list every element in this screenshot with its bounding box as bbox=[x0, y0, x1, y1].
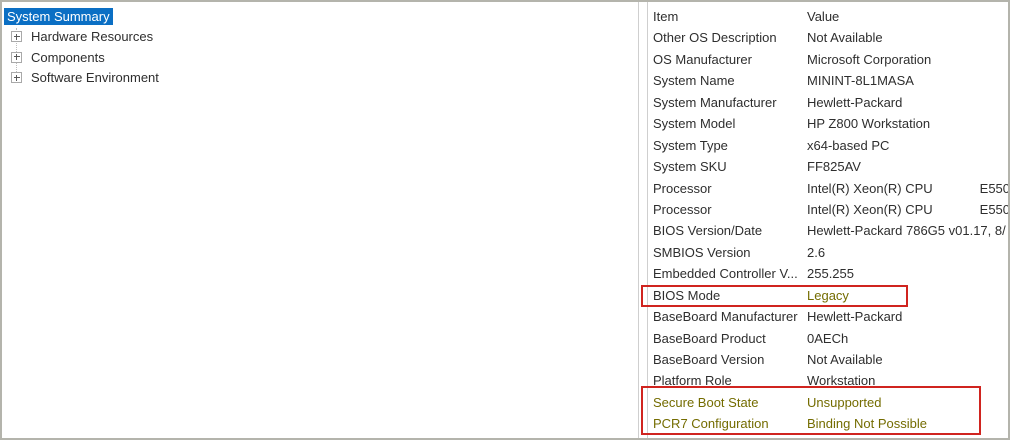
item-cell: BIOS Version/Date bbox=[653, 223, 763, 239]
item-cell: SMBIOS Version bbox=[653, 244, 751, 260]
sidebar-item-system-summary[interactable]: System Summary bbox=[2, 6, 638, 27]
item-cell: Secure Boot State bbox=[653, 394, 759, 410]
item-cell: System Model bbox=[653, 116, 736, 132]
value-cell: Hewlett-Packard bbox=[807, 309, 903, 325]
table-row[interactable]: System Name MININT-8L1MASA bbox=[653, 70, 1008, 91]
tree-expand-icon[interactable] bbox=[11, 31, 22, 43]
value-cell: Microsoft Corporation bbox=[807, 51, 932, 67]
item-cell: Other OS Description bbox=[653, 30, 777, 46]
item-cell: Platform Role bbox=[653, 373, 732, 389]
sidebar-item-label: Software Environment bbox=[31, 70, 159, 86]
value-cell: x64-based PC bbox=[807, 137, 890, 153]
sidebar-item-label: System Summary bbox=[4, 7, 113, 25]
table-row[interactable]: Platform Role Workstation bbox=[653, 370, 1008, 391]
category-tree-pane: System Summary Hardware Resources Compon… bbox=[2, 2, 639, 438]
category-tree: System Summary Hardware Resources Compon… bbox=[2, 6, 638, 88]
value-cell: Intel(R) Xeon(R) CPU E5506 bbox=[807, 180, 1008, 196]
details-pane: Item Value Other OS Description Not Avai… bbox=[647, 2, 1008, 438]
tree-expand-icon[interactable] bbox=[11, 51, 22, 63]
details-header-row: Item Value bbox=[653, 6, 1008, 27]
table-row[interactable]: BIOS Version/Date Hewlett-Packard 786G5 … bbox=[653, 220, 1008, 241]
item-cell: System Name bbox=[653, 73, 735, 89]
value-cell: Workstation bbox=[807, 373, 876, 389]
item-cell: Processor bbox=[653, 180, 712, 196]
table-row[interactable]: BaseBoard Manufacturer Hewlett-Packard bbox=[653, 306, 1008, 327]
table-row[interactable]: PCR7 Configuration Binding Not Possible bbox=[653, 413, 1008, 434]
table-row[interactable]: BIOS Mode Legacy bbox=[653, 285, 1008, 306]
value-cell: HP Z800 Workstation bbox=[807, 116, 931, 132]
value-column-header: Value bbox=[807, 9, 840, 24]
table-row[interactable]: Processor Intel(R) Xeon(R) CPU E5506 bbox=[653, 178, 1008, 199]
table-row[interactable]: Processor Intel(R) Xeon(R) CPU E5506 bbox=[653, 199, 1008, 220]
item-column-header: Item bbox=[653, 9, 679, 24]
item-cell: BIOS Mode bbox=[653, 287, 721, 303]
value-cell: Hewlett-Packard 786G5 v01.17, 8/ bbox=[807, 223, 1006, 239]
tree-expand-icon[interactable] bbox=[11, 72, 22, 84]
details-rows: Other OS Description Not Available OS Ma… bbox=[653, 27, 1008, 434]
item-cell: Processor bbox=[653, 201, 712, 217]
sidebar-item-components[interactable]: Components bbox=[2, 47, 638, 68]
table-row[interactable]: System Model HP Z800 Workstation bbox=[653, 113, 1008, 134]
value-cell: Not Available bbox=[807, 30, 883, 46]
value-cell: 2.6 bbox=[807, 244, 826, 260]
item-cell: Embedded Controller V... bbox=[653, 266, 798, 282]
value-cell: Intel(R) Xeon(R) CPU E5506 bbox=[807, 201, 1008, 217]
value-cell: Binding Not Possible bbox=[807, 416, 927, 432]
value-cell: MININT-8L1MASA bbox=[807, 73, 914, 89]
value-cell: Unsupported bbox=[807, 394, 882, 410]
item-cell: OS Manufacturer bbox=[653, 51, 752, 67]
table-row[interactable]: System Manufacturer Hewlett-Packard bbox=[653, 92, 1008, 113]
value-cell: Hewlett-Packard bbox=[807, 94, 903, 110]
value-cell: 0AECh bbox=[807, 330, 849, 346]
table-row[interactable]: System SKU FF825AV bbox=[653, 156, 1008, 177]
value-cell: Not Available bbox=[807, 352, 883, 367]
item-cell: BaseBoard Manufacturer bbox=[653, 309, 798, 325]
table-row[interactable]: Other OS Description Not Available bbox=[653, 27, 1008, 48]
table-row[interactable]: System Type x64-based PC bbox=[653, 135, 1008, 156]
item-cell: BaseBoard Product bbox=[653, 330, 766, 346]
value-cell: Legacy bbox=[807, 287, 849, 303]
value-cell: FF825AV bbox=[807, 159, 861, 175]
table-row[interactable]: OS Manufacturer Microsoft Corporation bbox=[653, 49, 1008, 70]
item-cell: PCR7 Configuration bbox=[653, 416, 769, 432]
table-row[interactable]: BaseBoard Product 0AECh bbox=[653, 328, 1008, 349]
sidebar-item-label: Hardware Resources bbox=[31, 29, 154, 45]
table-row[interactable]: Embedded Controller V... 255.255 bbox=[653, 263, 1008, 284]
table-row[interactable]: BaseBoard Version Not Available bbox=[653, 349, 1008, 370]
table-row[interactable]: Secure Boot State Unsupported bbox=[653, 392, 1008, 413]
item-cell: System Manufacturer bbox=[653, 94, 777, 110]
sidebar-item-software-environment[interactable]: Software Environment bbox=[2, 68, 638, 89]
sidebar-item-hardware-resources[interactable]: Hardware Resources bbox=[2, 27, 638, 48]
value-cell: 255.255 bbox=[807, 266, 854, 282]
sidebar-item-label: Components bbox=[31, 49, 105, 65]
item-cell: System Type bbox=[653, 137, 728, 153]
item-cell: System SKU bbox=[653, 159, 727, 175]
item-cell: BaseBoard Version bbox=[653, 352, 765, 367]
table-row[interactable]: SMBIOS Version 2.6 bbox=[653, 242, 1008, 263]
